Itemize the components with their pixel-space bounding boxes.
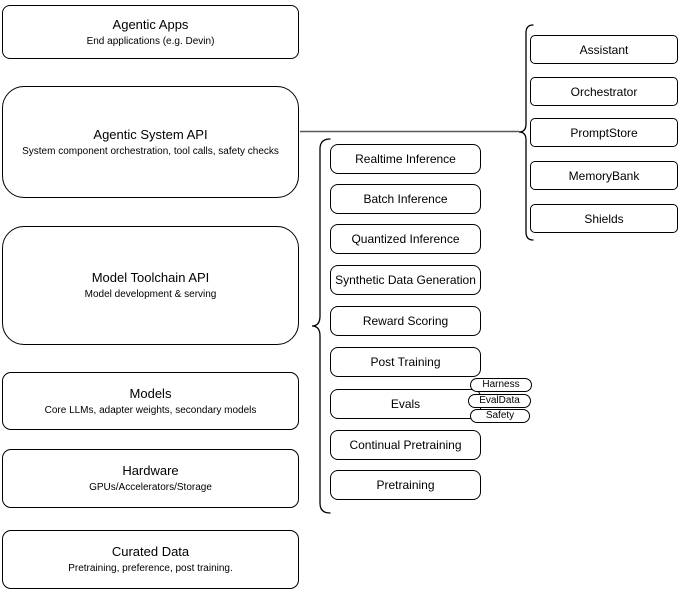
node-title: Agentic Apps — [112, 16, 189, 32]
node-continual-pretraining: Continual Pretraining — [330, 430, 481, 460]
node-promptstore: PromptStore — [530, 118, 678, 147]
node-subtitle: Pretraining, preference, post training. — [68, 563, 233, 574]
node-subtitle: End applications (e.g. Devin) — [86, 35, 215, 47]
node-memorybank: MemoryBank — [530, 161, 678, 190]
node-orchestrator: Orchestrator — [530, 77, 678, 106]
node-agentic-apps: Agentic Apps End applications (e.g. Devi… — [2, 5, 299, 59]
node-realtime-inference: Realtime Inference — [330, 144, 481, 174]
tag-harness: Harness — [470, 378, 532, 392]
node-synthetic-data-generation: Synthetic Data Generation — [330, 265, 481, 295]
node-title: Hardware — [122, 463, 179, 478]
node-reward-scoring: Reward Scoring — [330, 306, 481, 336]
node-post-training: Post Training — [330, 347, 481, 377]
node-agentic-system-api: Agentic System API System component orch… — [2, 86, 299, 198]
node-title: Agentic System API — [93, 126, 208, 142]
node-subtitle: GPUs/Accelerators/Storage — [89, 482, 212, 493]
node-models: Models Core LLMs, adapter weights, secon… — [2, 372, 299, 430]
node-batch-inference: Batch Inference — [330, 184, 481, 214]
node-quantized-inference: Quantized Inference — [330, 224, 481, 254]
node-subtitle: Core LLMs, adapter weights, secondary mo… — [44, 404, 257, 416]
node-title: Curated Data — [111, 544, 190, 559]
tag-safety: Safety — [470, 409, 530, 423]
node-assistant: Assistant — [530, 35, 678, 64]
node-curated-data: Curated Data Pretraining, preference, po… — [2, 530, 299, 589]
node-pretraining: Pretraining — [330, 470, 481, 500]
node-shields: Shields — [530, 204, 678, 233]
node-subtitle: Model development & serving — [84, 289, 217, 300]
node-title: Models — [129, 385, 172, 401]
node-title: Model Toolchain API — [91, 270, 210, 285]
tag-evaldata: EvalData — [468, 394, 531, 408]
node-hardware: Hardware GPUs/Accelerators/Storage — [2, 449, 299, 508]
node-subtitle: System component orchestration, tool cal… — [22, 145, 279, 157]
toolchain-brace — [311, 138, 331, 514]
node-evals: Evals — [330, 389, 481, 419]
node-model-toolchain-api: Model Toolchain API Model development & … — [2, 226, 299, 345]
